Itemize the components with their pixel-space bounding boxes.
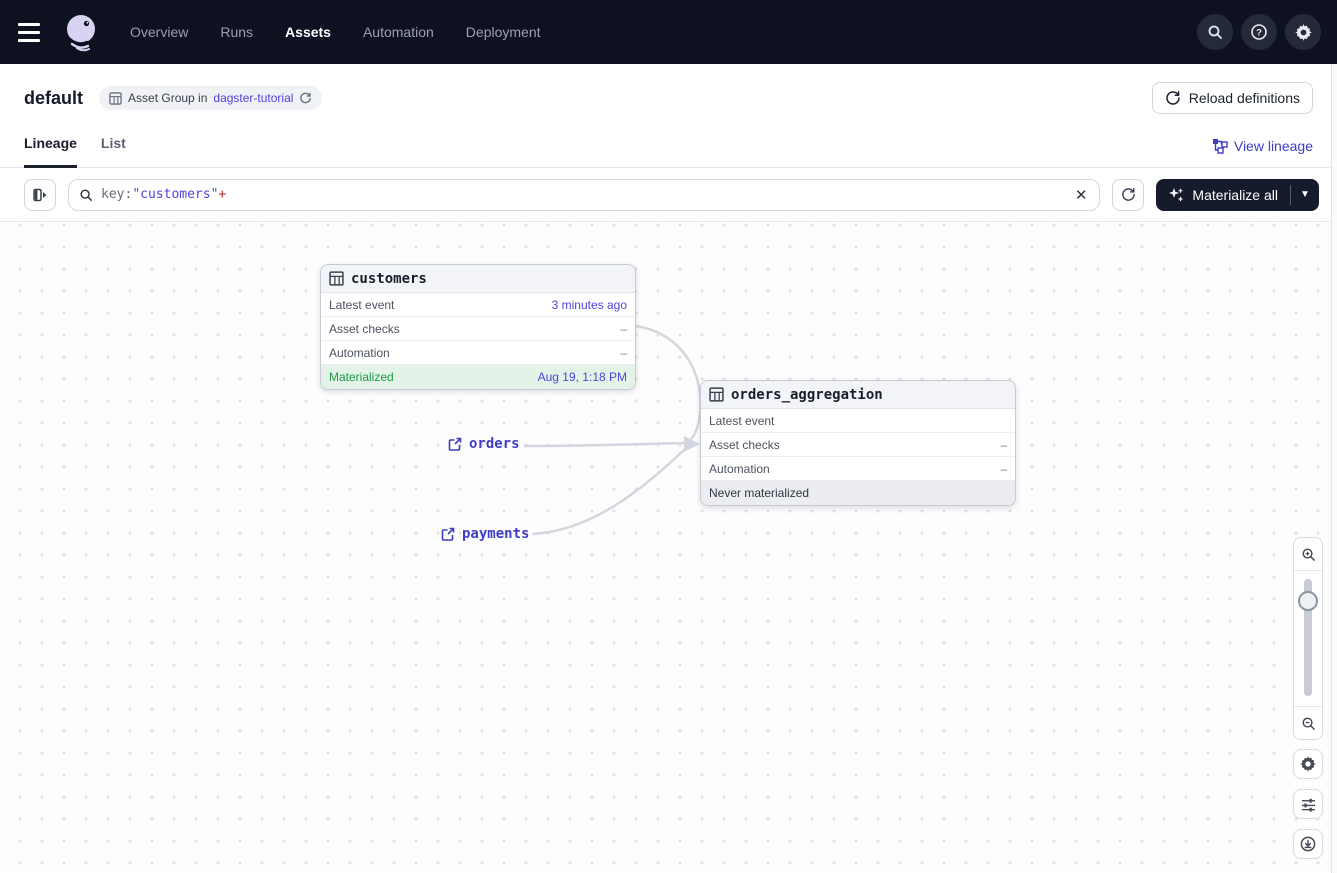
- nav-item-deployment[interactable]: Deployment: [465, 24, 541, 40]
- gear-icon: [1294, 23, 1312, 41]
- refresh-icon: [1122, 187, 1135, 201]
- zoom-in-button[interactable]: [1294, 538, 1322, 570]
- external-asset-payments[interactable]: payments: [441, 526, 529, 542]
- external-link-icon: [441, 527, 455, 541]
- asset-name: orders_aggregation: [731, 386, 883, 403]
- tab-lineage[interactable]: Lineage: [24, 135, 77, 168]
- materialize-options-dropdown[interactable]: ▼: [1300, 189, 1310, 200]
- page-header: default Asset Group in dagster-tutorial …: [0, 64, 1337, 168]
- zoom-in-icon: [1302, 548, 1315, 561]
- lineage-toolbar: key:"customers"+ ✕ Materialize all ▼: [0, 168, 1337, 222]
- table-icon: [329, 271, 344, 286]
- search-button[interactable]: [1197, 14, 1233, 50]
- gear-icon: [1300, 756, 1316, 772]
- table-icon: [709, 387, 724, 402]
- help-icon: ?: [1251, 24, 1267, 40]
- help-button[interactable]: ?: [1241, 14, 1277, 50]
- hamburger-menu-icon[interactable]: [18, 16, 50, 48]
- asset-checks-row: Asset checks –: [321, 317, 635, 341]
- status-badge: Materialized: [329, 370, 394, 384]
- external-asset-label: payments: [462, 526, 530, 542]
- view-lineage-link[interactable]: View lineage: [1212, 138, 1313, 168]
- refresh-graph-button[interactable]: [1112, 178, 1145, 211]
- zoom-out-icon: [1302, 717, 1315, 730]
- nav-item-overview[interactable]: Overview: [130, 24, 189, 40]
- latest-event-row: Latest event 3 minutes ago: [321, 293, 635, 317]
- reload-icon: [1165, 91, 1180, 105]
- search-query-text: key:"customers"+: [101, 187, 227, 202]
- panel-expand-icon: [33, 188, 47, 201]
- sparkle-icon: [1169, 187, 1184, 201]
- dagster-logo-icon[interactable]: [62, 12, 102, 52]
- materialization-timestamp-link[interactable]: Aug 19, 1:18 PM: [537, 370, 627, 384]
- graph-filters-button[interactable]: [1293, 789, 1323, 819]
- reload-definitions-label: Reload definitions: [1188, 90, 1300, 106]
- tab-list[interactable]: List: [100, 135, 126, 151]
- svg-text:?: ?: [1256, 27, 1262, 38]
- lineage-canvas[interactable]: customers Latest event 3 minutes ago Ass…: [0, 222, 1337, 872]
- page-title: default: [24, 87, 84, 108]
- recenter-graph-button[interactable]: [1293, 829, 1323, 859]
- asset-node-orders-aggregation[interactable]: orders_aggregation Latest event Asset ch…: [700, 380, 1016, 506]
- asset-search-input[interactable]: key:"customers"+ ✕: [68, 178, 1101, 211]
- asset-name: customers: [351, 270, 427, 287]
- materialize-all-label: Materialize all: [1192, 186, 1278, 203]
- asset-checks-row: Asset checks –: [701, 433, 1015, 457]
- automation-row: Automation –: [321, 341, 635, 365]
- nav-item-assets[interactable]: Assets: [285, 24, 331, 40]
- asset-group-tag-text: Asset Group in: [128, 91, 208, 105]
- view-lineage-label: View lineage: [1233, 138, 1313, 154]
- lineage-edges: [523, 324, 702, 536]
- search-icon: [1208, 25, 1222, 39]
- zoom-slider-track[interactable]: [1304, 579, 1312, 696]
- settings-button[interactable]: [1285, 14, 1321, 50]
- materialization-status-row: Never materialized: [701, 481, 1015, 505]
- latest-event-link[interactable]: 3 minutes ago: [551, 297, 627, 312]
- top-navbar: Overview Runs Assets Automation Deployme…: [0, 0, 1337, 64]
- graph-settings-button[interactable]: [1293, 749, 1323, 779]
- asset-node-customers[interactable]: customers Latest event 3 minutes ago Ass…: [320, 264, 636, 390]
- lineage-graph-icon: [1212, 139, 1228, 154]
- external-asset-label: orders: [469, 436, 520, 452]
- main-navigation: Overview Runs Assets Automation Deployme…: [130, 24, 541, 40]
- nav-item-automation[interactable]: Automation: [362, 24, 434, 40]
- zoom-control-panel: [1293, 537, 1323, 740]
- expand-sidebar-button[interactable]: [24, 178, 56, 211]
- materialize-all-button[interactable]: Materialize all: [1156, 179, 1290, 211]
- zoom-slider[interactable]: [1294, 571, 1322, 706]
- button-divider: [1290, 184, 1291, 205]
- materialization-status-row: Materialized Aug 19, 1:18 PM: [321, 365, 635, 389]
- latest-event-row: Latest event: [701, 409, 1015, 433]
- code-location-link[interactable]: dagster-tutorial: [213, 91, 294, 105]
- refresh-icon[interactable]: [299, 92, 312, 105]
- clear-search-icon[interactable]: ✕: [1074, 186, 1088, 204]
- zoom-slider-handle[interactable]: [1298, 591, 1318, 611]
- scrollbar-gutter[interactable]: [1331, 64, 1337, 873]
- search-icon: [80, 188, 92, 201]
- external-asset-orders[interactable]: orders: [448, 436, 520, 452]
- sliders-icon: [1301, 798, 1315, 812]
- asset-group-tag[interactable]: Asset Group in dagster-tutorial: [99, 86, 323, 110]
- status-badge: Never materialized: [709, 486, 810, 500]
- reload-definitions-button[interactable]: Reload definitions: [1151, 82, 1313, 114]
- nav-item-runs[interactable]: Runs: [220, 24, 254, 40]
- zoom-out-button[interactable]: [1294, 707, 1322, 739]
- automation-row: Automation –: [701, 457, 1015, 481]
- arrow-down-circle-icon: [1300, 836, 1316, 852]
- materialize-all-split-button: Materialize all ▼: [1156, 178, 1319, 211]
- table-icon: [109, 91, 122, 105]
- external-link-icon: [448, 437, 462, 451]
